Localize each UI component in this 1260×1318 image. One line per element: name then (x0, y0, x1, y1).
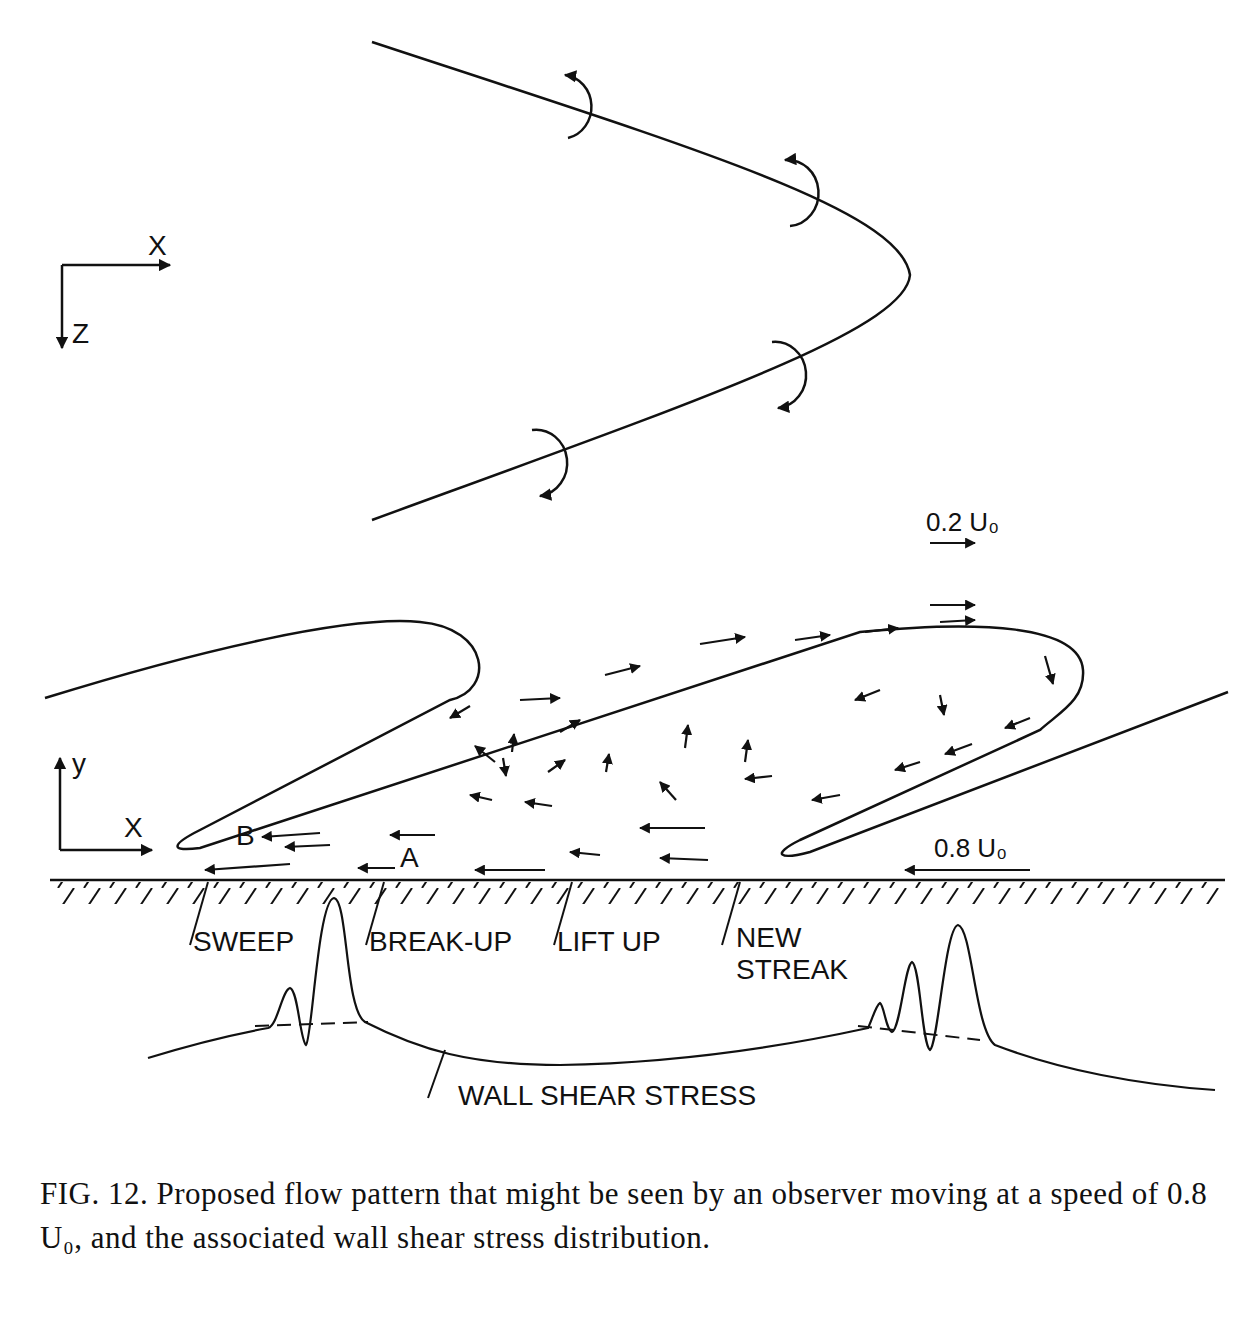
figure-caption: FIG. 12. Proposed flow pattern that migh… (40, 1172, 1210, 1260)
axis-label: y (72, 748, 86, 780)
wall-shear-trace (148, 898, 1215, 1090)
axis-label: Z (72, 318, 89, 350)
event-label: LIFT UP (557, 926, 661, 958)
mean-level-dash (858, 1026, 980, 1040)
velocity-label: 0.2 U₀ (926, 506, 999, 538)
rotation-arrow (785, 160, 819, 226)
axis-label: X (148, 230, 167, 262)
point-label: A (400, 842, 419, 874)
trace-label: WALL SHEAR STRESS (458, 1080, 756, 1112)
point-label: B (236, 820, 255, 852)
axis-x (60, 849, 152, 852)
rotation-arrow (565, 75, 591, 138)
velocity-label: 0.8 U₀ (934, 832, 1007, 864)
axis-x (62, 264, 170, 267)
velocity-arrows (205, 543, 1053, 870)
rotation-arrow (532, 430, 567, 496)
event-label: SWEEP (193, 926, 294, 958)
event-label: BREAK-UP (369, 926, 512, 958)
vortex-plan-curve (372, 42, 910, 520)
hairpin-outline (45, 621, 1228, 856)
wall-hatching (50, 882, 1225, 904)
axis-y (59, 758, 62, 850)
event-label: NEW STREAK (736, 922, 876, 986)
mean-level-dash (255, 1022, 368, 1026)
rotation-arrow (772, 342, 806, 408)
axis-z (61, 265, 64, 348)
leader-lines (190, 882, 740, 1098)
wall-line (50, 879, 1225, 882)
axis-label: X (124, 812, 143, 844)
